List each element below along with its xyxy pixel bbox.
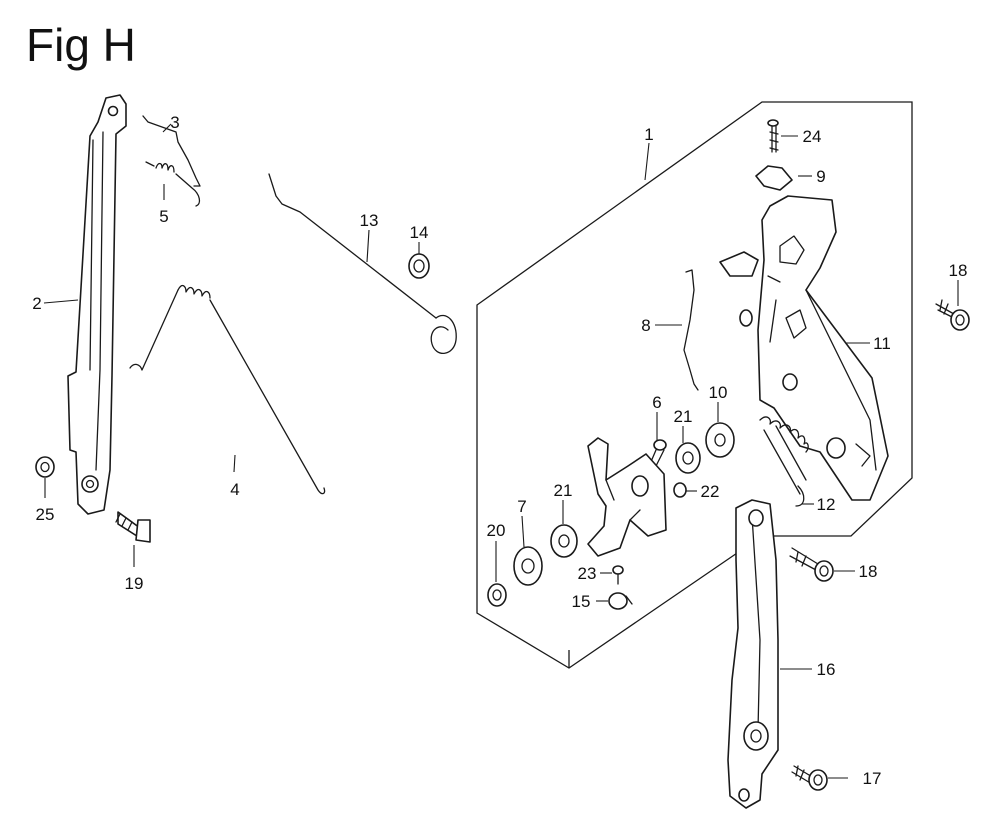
- callout-5: 5: [159, 207, 168, 226]
- callout-10: 10: [709, 383, 728, 402]
- part-10-washer: [705, 422, 735, 458]
- part-21-washer-lower: [550, 524, 578, 558]
- callout-3: 3: [170, 113, 179, 132]
- callout-9: 9: [816, 167, 825, 186]
- callout-18-upper: 18: [949, 261, 968, 280]
- assembly-frame: [476, 101, 913, 669]
- part-2-control-arm: [67, 94, 127, 515]
- callout-24: 24: [803, 127, 822, 146]
- callout-19: 19: [125, 574, 144, 593]
- part-17-bolt: [791, 765, 828, 791]
- callout-8: 8: [641, 316, 650, 335]
- callout-17: 17: [863, 769, 882, 788]
- callout-7: 7: [517, 497, 526, 516]
- part-12-spring: [759, 416, 809, 507]
- part-15-nut: [608, 592, 633, 610]
- part-22-nut: [673, 482, 687, 498]
- part-6-screw: [649, 439, 667, 467]
- leader-lines: [43, 123, 959, 779]
- callout-1: 1: [644, 125, 653, 144]
- callout-14: 14: [410, 223, 429, 242]
- part-21-washer-upper: [675, 442, 701, 474]
- part-16-lower-arm: [727, 499, 779, 809]
- callout-2: 2: [32, 294, 41, 313]
- callout-23: 23: [578, 564, 597, 583]
- callout-13: 13: [360, 211, 379, 230]
- part-3-link-rod: [142, 115, 201, 187]
- callout-12: 12: [817, 495, 836, 514]
- control-lever-bracket: [587, 437, 667, 557]
- callout-21-lower: 21: [554, 481, 573, 500]
- part-9-clip: [755, 165, 793, 191]
- callout-6: 6: [652, 393, 661, 412]
- part-23-screw: [612, 565, 624, 585]
- part-4-cable: [129, 284, 326, 495]
- part-24-screw: [767, 119, 779, 153]
- callout-16: 16: [817, 660, 836, 679]
- part-8-wire-rod: [683, 269, 699, 391]
- callout-20: 20: [487, 521, 506, 540]
- callout-4: 4: [230, 480, 239, 499]
- callout-11: 11: [873, 334, 891, 353]
- part-20-nut: [487, 583, 507, 607]
- part-18-bolt-lower: [789, 547, 834, 582]
- figure-title: Fig H: [26, 19, 136, 71]
- part-11-control-plate: [719, 195, 889, 501]
- callout-25: 25: [36, 505, 55, 524]
- callout-22: 22: [701, 482, 720, 501]
- part-18-bolt-upper: [935, 299, 970, 331]
- part-25-nut: [35, 456, 55, 478]
- callout-15: 15: [572, 592, 591, 611]
- part-19-bolt: [115, 511, 151, 543]
- part-13-governor-rod: [268, 173, 457, 354]
- part-7-washer: [513, 546, 543, 586]
- callout-21-upper: 21: [674, 407, 693, 426]
- callout-labels: 1 2 3 4 5 6 7 8 9 10 11 12 13 14 15 16 1…: [32, 113, 967, 788]
- part-5-spring: [145, 161, 201, 207]
- part-14-nut: [408, 253, 430, 279]
- callout-18-lower: 18: [859, 562, 878, 581]
